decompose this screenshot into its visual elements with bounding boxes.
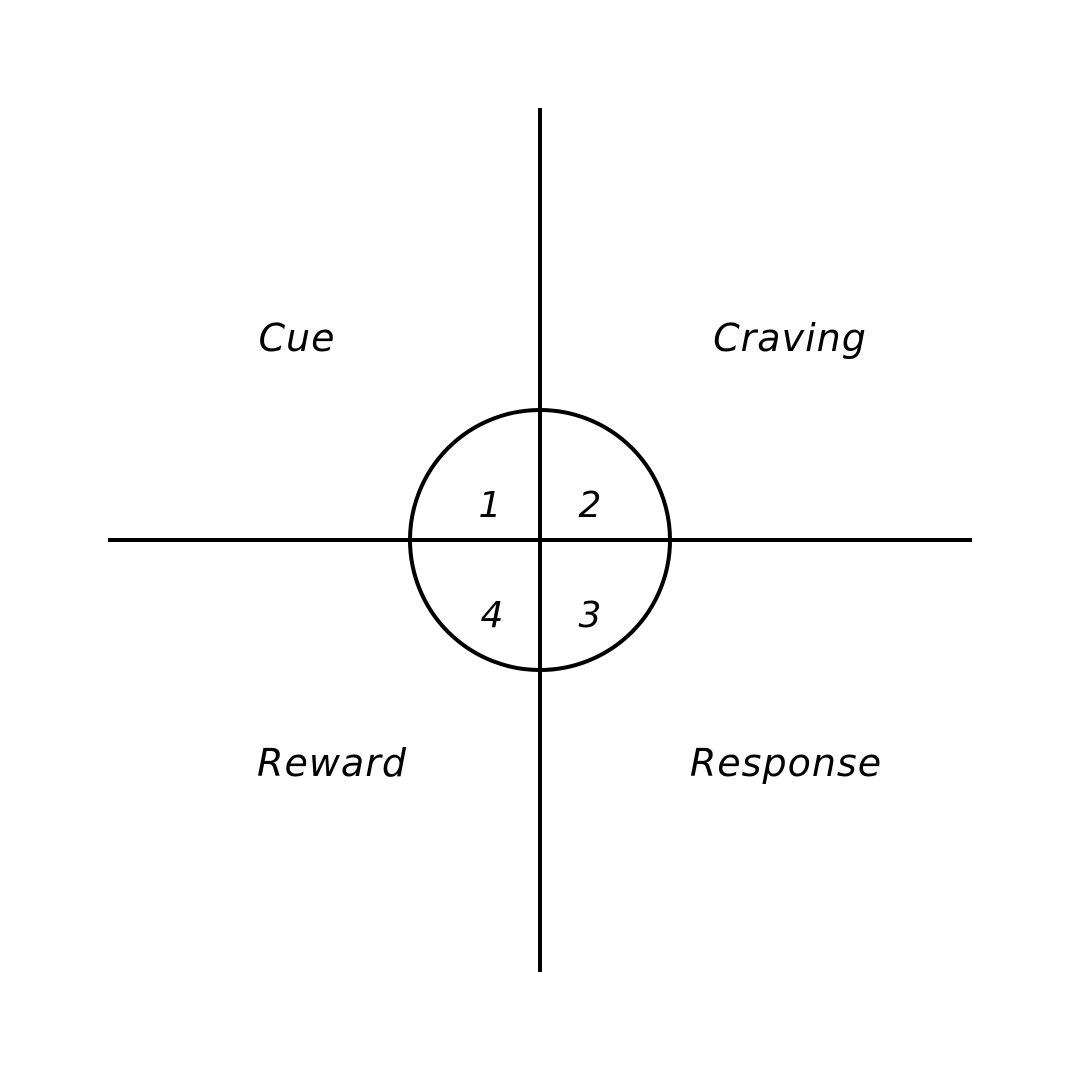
label-craving: Craving [713,316,867,360]
center-circle [408,408,672,672]
step-number-1: 1 [479,485,502,526]
label-reward: Reward [257,741,407,785]
step-number-2: 2 [579,485,602,526]
step-number-4: 4 [481,595,504,636]
label-response: Response [690,741,882,785]
label-cue: Cue [259,316,336,360]
step-number-3: 3 [579,595,602,636]
